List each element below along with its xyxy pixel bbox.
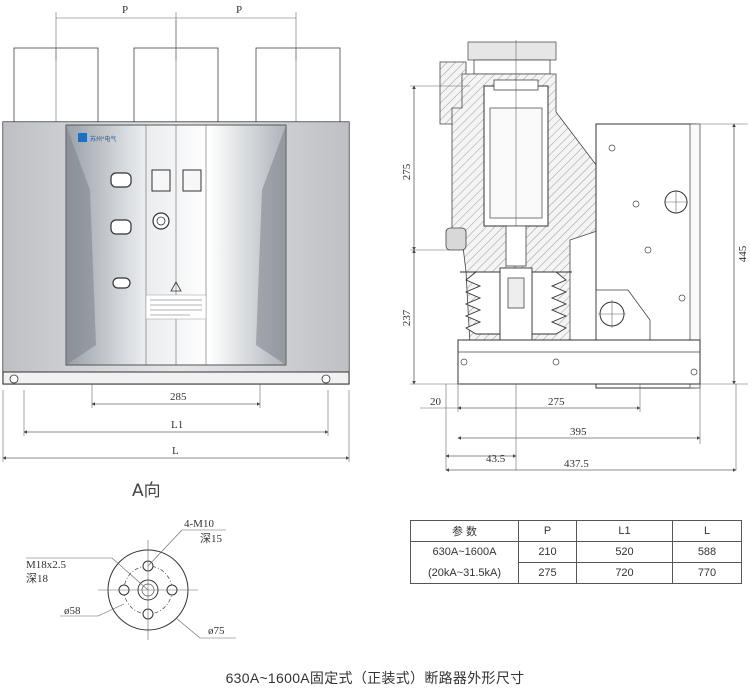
top-cover (467, 41, 557, 61)
dim-43-5: 43.5 (486, 453, 506, 465)
table-cell-l1-1: 520 (576, 541, 673, 563)
table-header-row: 参 数 P L1 L (410, 520, 742, 542)
brand-logo: 苏州*电气 (78, 133, 116, 143)
dim-237: 237 (401, 309, 413, 326)
p-dimension-right: P (236, 4, 242, 16)
logo-text: 苏州*电气 (90, 135, 116, 143)
l-dimension: L (172, 445, 179, 457)
drawing-caption: 630A~1600A固定式（正装式）断路器外形尺寸 (225, 670, 525, 686)
side-right-dimension: 445 (700, 123, 749, 385)
base-frame (457, 339, 701, 385)
warning-label (145, 281, 207, 320)
p-dimension-left: P (122, 4, 128, 16)
table-cell-p-2: 275 (518, 562, 577, 584)
status-window-left (151, 169, 171, 192)
hole-depth-label: 深15 (200, 532, 222, 545)
dim-20: 20 (430, 396, 442, 408)
manual-operation-slot (112, 277, 131, 289)
table-cell-p-1: 210 (518, 541, 577, 563)
lower-terminal-boss (445, 227, 467, 251)
closing-button (110, 172, 132, 188)
dim-275-horizontal: 275 (548, 396, 565, 408)
side-view: 275 237 445 20 275 395 (401, 40, 749, 472)
table-row: 630A~1600A 210 520 588 (410, 541, 742, 563)
d75-label: ø75 (208, 625, 225, 637)
pole-columns (13, 20, 341, 123)
d58-label: ø58 (64, 605, 81, 617)
front-bottom-dimensions: 285 L1 L (2, 384, 350, 462)
mounting-hole-right (321, 374, 331, 384)
front-view: P P 苏州*电气 (2, 4, 350, 462)
dim-275-vertical: 275 (401, 163, 413, 180)
hole-spec-label: 4-M10 (184, 518, 214, 530)
table-row-label-1: 630A~1600A (410, 541, 519, 563)
table-row: (20kA~31.5kA) 275 720 770 (410, 562, 742, 584)
dim-445: 445 (737, 245, 749, 262)
table-header-l1: L1 (576, 520, 673, 542)
opening-button (110, 219, 132, 235)
table-row-label-2: (20kA~31.5kA) (410, 562, 519, 584)
pole-right (255, 47, 341, 123)
table-header-l: L (672, 520, 742, 542)
dim-437-5: 437.5 (564, 458, 589, 470)
table-cell-l-2: 770 (672, 562, 742, 584)
dim-395: 395 (570, 426, 587, 438)
side-vertical-dimensions: 275 237 (401, 85, 470, 385)
table-header-param: 参 数 (410, 520, 519, 542)
dimension-table: 参 数 P L1 L 630A~1600A 210 520 588 (20kA~… (410, 520, 742, 584)
pitch-285-dimension: 285 (170, 391, 187, 403)
table-header-p: P (518, 520, 577, 542)
table-cell-l-1: 588 (672, 541, 742, 563)
center-depth-label: 深18 (26, 572, 48, 585)
terminal-detail: 4-M10 深15 M18x2.5 深18 ø58 ø75 (26, 518, 236, 640)
l1-dimension: L1 (171, 419, 183, 431)
view-direction-label: A向 (132, 481, 161, 501)
status-window-right (182, 169, 202, 192)
center-thread-label: M18x2.5 (26, 559, 67, 571)
table-cell-l1-2: 720 (576, 562, 673, 584)
side-horizontal-dimensions: 20 275 395 43.5 437.5 (420, 384, 737, 472)
mounting-hole-left (9, 374, 19, 384)
